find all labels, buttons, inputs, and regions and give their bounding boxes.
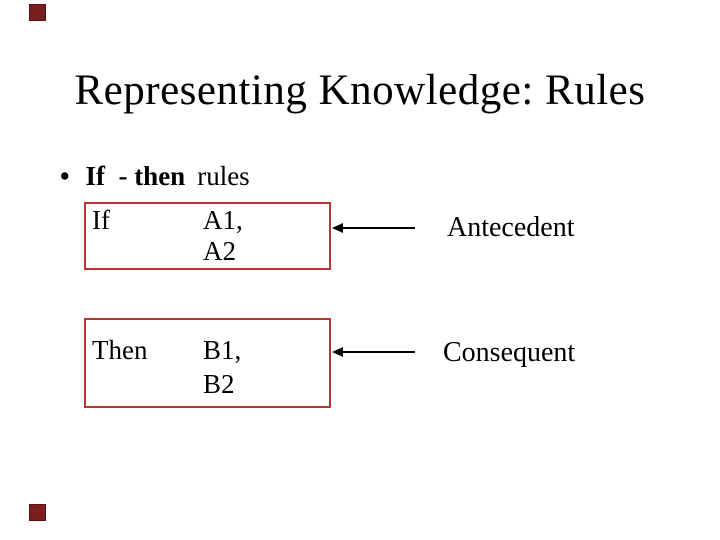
page-title: Representing Knowledge: Rules xyxy=(74,67,646,114)
antecedent-arrow xyxy=(332,222,415,234)
bullet-item: • If - then rules xyxy=(60,161,250,192)
then-action-line: B2 xyxy=(203,369,235,399)
arrow-shaft xyxy=(340,227,415,229)
if-condition-line: A2 xyxy=(203,236,236,266)
then-actions: B1, B2 xyxy=(203,333,241,401)
consequent-arrow xyxy=(332,346,415,358)
arrowhead-left-icon xyxy=(332,347,343,357)
if-rule-box: If A1, A2 xyxy=(84,202,331,270)
bullet-text-regular: rules xyxy=(197,161,250,191)
bullet-text-bold: If - then xyxy=(85,161,186,191)
bullet-dot-icon: • xyxy=(60,161,70,191)
if-condition-line: A1, xyxy=(203,205,243,235)
then-keyword: Then xyxy=(92,335,148,365)
if-keyword: If xyxy=(92,205,110,235)
corner-square-bottom-left-icon xyxy=(29,504,46,521)
arrowhead-left-icon xyxy=(332,223,343,233)
then-rule-box: Then B1, B2 xyxy=(84,318,331,408)
antecedent-label: Antecedent xyxy=(447,212,575,243)
arrow-shaft xyxy=(340,351,415,353)
then-action-line: B1, xyxy=(203,335,242,365)
if-conditions: A1, A2 xyxy=(203,205,243,267)
corner-square-top-left-icon xyxy=(29,4,46,21)
consequent-label: Consequent xyxy=(443,337,576,368)
